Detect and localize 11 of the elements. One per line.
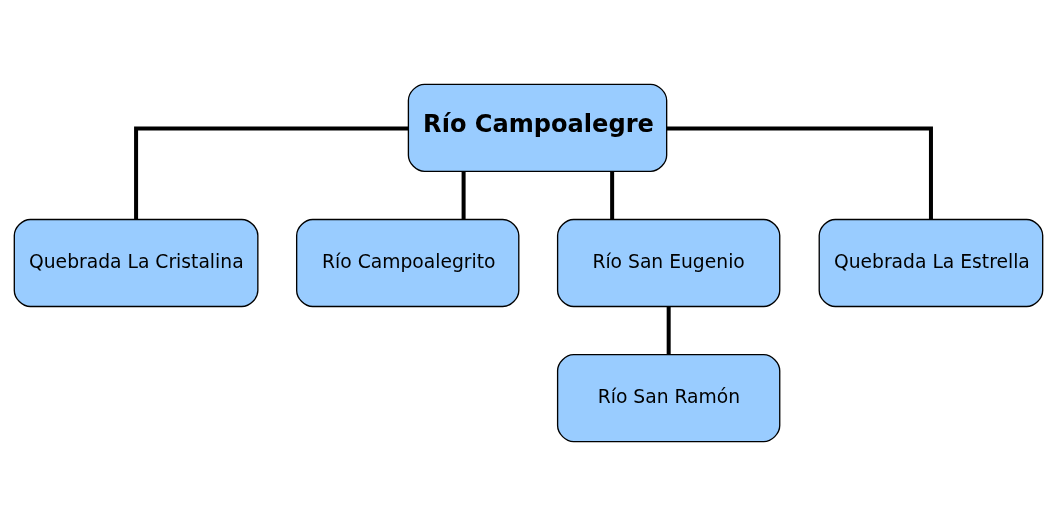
- node-box: Río San Eugenio: [556, 218, 781, 307]
- node-box: Río Campoalegre: [407, 83, 668, 172]
- connector: [461, 170, 466, 219]
- connector: [666, 126, 933, 219]
- connector: [134, 126, 409, 219]
- node-box: Quebrada La Estrella: [818, 218, 1044, 307]
- connector: [610, 170, 615, 219]
- node-box: Río San Ramón: [556, 353, 781, 442]
- node-box: Quebrada La Cristalina: [13, 218, 259, 307]
- node-box: Río Campoalegrito: [296, 218, 520, 307]
- connector: [666, 306, 671, 354]
